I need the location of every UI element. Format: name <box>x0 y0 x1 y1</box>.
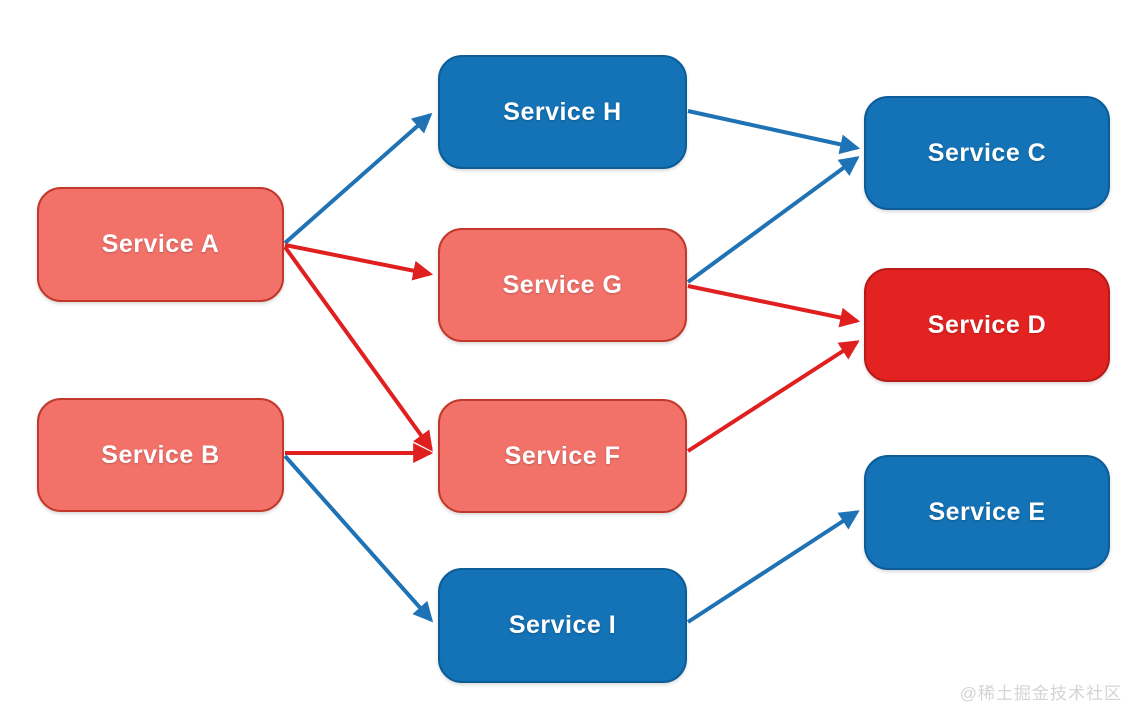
edge-service-g-to-service-d <box>687 284 861 328</box>
edge-service-a-to-service-h <box>283 112 433 245</box>
node-service-g: Service G <box>438 228 687 342</box>
edge-service-i-to-service-e <box>686 510 860 624</box>
edge-service-a-to-service-f <box>283 245 433 452</box>
edge-service-a-to-service-g <box>284 243 434 281</box>
node-service-b: Service B <box>37 398 284 512</box>
node-service-i: Service I <box>438 568 687 683</box>
node-service-d: Service D <box>864 268 1110 382</box>
edge-service-h-to-service-c <box>687 109 861 155</box>
edge-service-g-to-service-c <box>686 156 860 284</box>
edge-service-f-to-service-d <box>686 340 860 453</box>
watermark: @稀土掘金技术社区 <box>959 684 1122 703</box>
edge-service-b-to-service-i <box>283 454 434 623</box>
node-service-h: Service H <box>438 55 687 169</box>
node-service-f: Service F <box>438 399 687 513</box>
node-service-e: Service E <box>864 455 1110 570</box>
node-service-a: Service A <box>37 187 284 302</box>
node-service-c: Service C <box>864 96 1110 210</box>
